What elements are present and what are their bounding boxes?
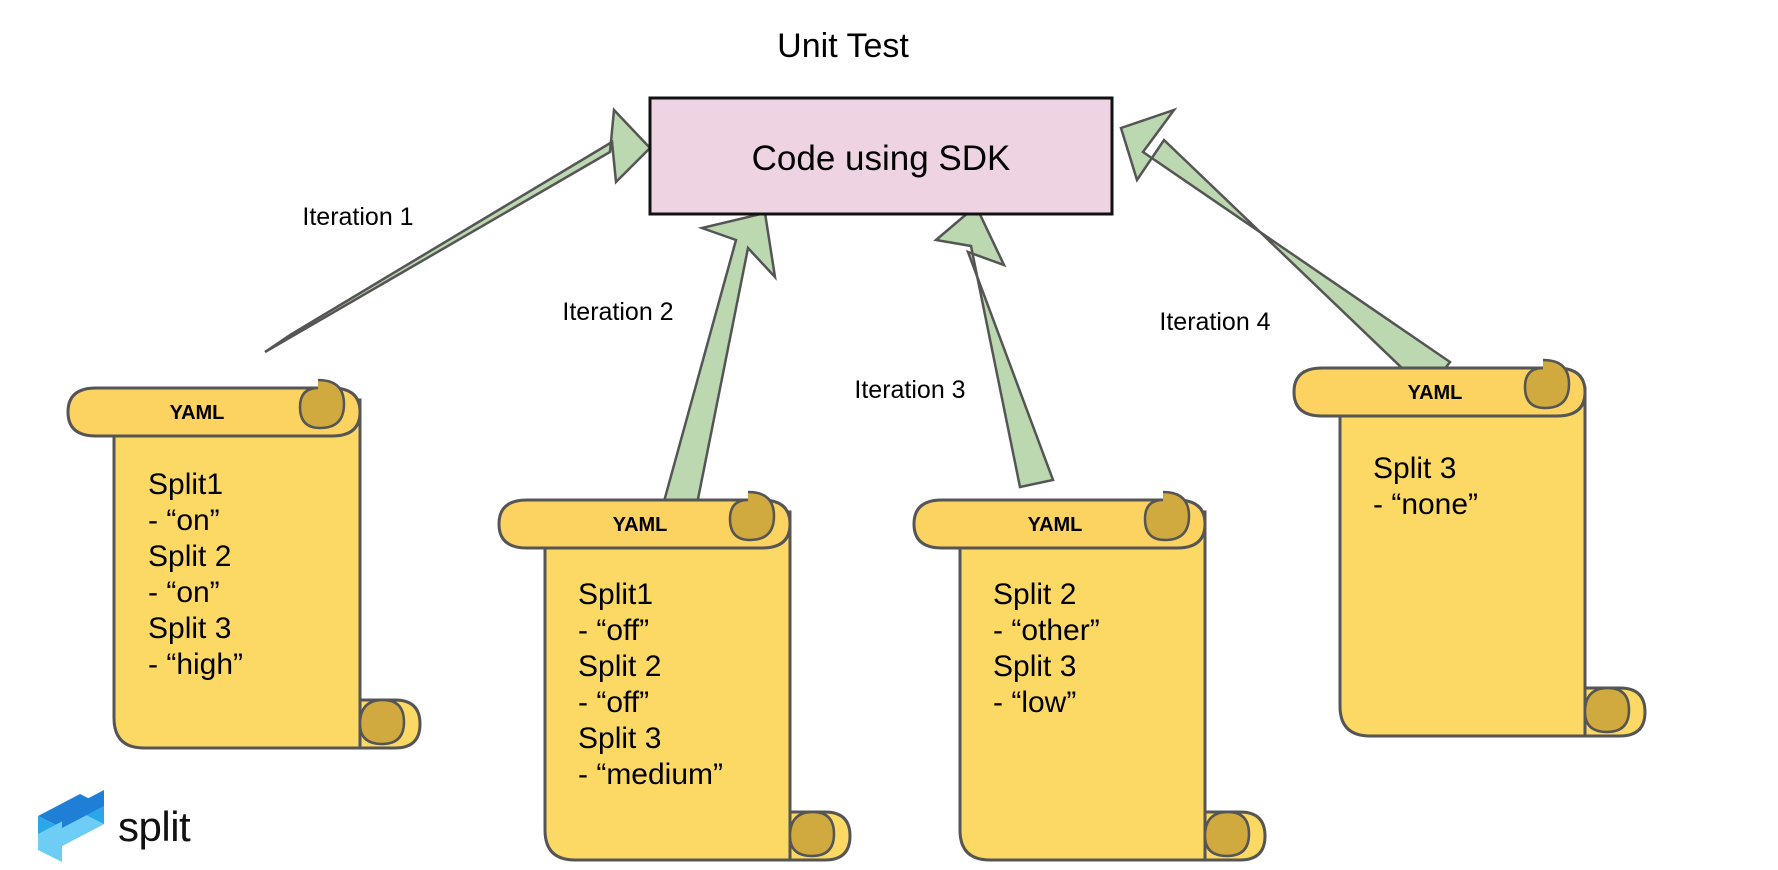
scroll-3-line-0: Split 2 xyxy=(993,578,1076,611)
scroll-3-line-2: Split 3 xyxy=(993,650,1076,683)
arrow-iteration-1 xyxy=(264,107,652,354)
scroll-3-body xyxy=(958,510,1207,862)
scroll-2-body xyxy=(543,510,792,862)
scroll-4-top-curl xyxy=(1523,358,1571,410)
code-using-sdk-label: Code using SDK xyxy=(752,139,1011,178)
scroll-1-line-1: - “on” xyxy=(148,504,220,537)
scroll-1-line-2: Split 2 xyxy=(148,540,231,573)
scroll-2-line-0: Split1 xyxy=(578,578,653,611)
yaml-scroll-1[interactable]: YAML Split1 - “on” Split 2 - “on” Split … xyxy=(66,378,422,750)
scroll-4-tab-label: YAML xyxy=(1408,382,1463,404)
scroll-1-bottom-curl-inner xyxy=(358,698,406,746)
scroll-3-bottom-curl-inner xyxy=(1203,810,1251,858)
scroll-4-line-1: - “none” xyxy=(1373,488,1478,521)
code-using-sdk-box xyxy=(648,96,1114,216)
scroll-1-line-3: - “on” xyxy=(148,576,220,609)
scroll-1-body xyxy=(112,398,362,750)
scroll-1-line-5: - “high” xyxy=(148,648,243,681)
scroll-1-line-4: Split 3 xyxy=(148,612,231,645)
split-logo: split xyxy=(38,790,192,862)
edge-label-iteration-1: Iteration 1 xyxy=(302,203,413,231)
scroll-1-top-tab xyxy=(66,386,362,438)
scroll-3-tab-label: YAML xyxy=(1028,514,1083,536)
edge-label-iteration-3: Iteration 3 xyxy=(854,376,965,404)
arrow-iteration-3 xyxy=(933,203,1055,489)
scroll-2-line-2: Split 2 xyxy=(578,650,661,683)
yaml-scroll-3[interactable]: YAML Split 2 - “other” Split 3 - “low” xyxy=(912,490,1267,862)
scroll-4-line-0: Split 3 xyxy=(1373,452,1456,485)
arrow-iteration-4 xyxy=(1119,107,1452,394)
arrow-iteration-2 xyxy=(658,211,777,526)
scroll-2-top-tab xyxy=(497,498,792,550)
yaml-scroll-4[interactable]: YAML Split 3 - “none” xyxy=(1292,358,1647,738)
scroll-4-body xyxy=(1338,386,1587,738)
split-logo-wordmark: split xyxy=(118,803,191,850)
scroll-2-line-4: Split 3 xyxy=(578,722,661,755)
split-logo-mark-icon xyxy=(38,790,104,862)
scroll-2-tab-label: YAML xyxy=(613,514,668,536)
scroll-3-top-curl xyxy=(1143,490,1191,542)
scroll-2-line-5: - “medium” xyxy=(578,758,723,791)
scroll-4-bottom-curl-inner xyxy=(1583,686,1631,734)
scroll-1-line-0: Split1 xyxy=(148,468,223,501)
edge-label-iteration-4: Iteration 4 xyxy=(1159,308,1270,336)
scroll-2-top-curl xyxy=(728,490,776,542)
scroll-2-line-1: - “off” xyxy=(578,614,649,647)
edge-label-iteration-2: Iteration 2 xyxy=(562,298,673,326)
scroll-1-tab-label: YAML xyxy=(170,402,225,424)
scroll-3-line-1: - “other” xyxy=(993,614,1100,647)
scroll-1-top-curl xyxy=(298,378,346,430)
yaml-scroll-2[interactable]: YAML Split1 - “off” Split 2 - “off” Spli… xyxy=(497,490,852,862)
scroll-3-line-3: - “low” xyxy=(993,686,1076,719)
scroll-2-bottom-curl-inner xyxy=(788,810,836,858)
page-title: Unit Test xyxy=(777,27,909,65)
scroll-2-line-3: - “off” xyxy=(578,686,649,719)
node-code-using-sdk[interactable]: Code using SDK xyxy=(648,96,1114,216)
scroll-3-top-tab xyxy=(912,498,1207,550)
scroll-4-top-tab xyxy=(1292,366,1587,418)
